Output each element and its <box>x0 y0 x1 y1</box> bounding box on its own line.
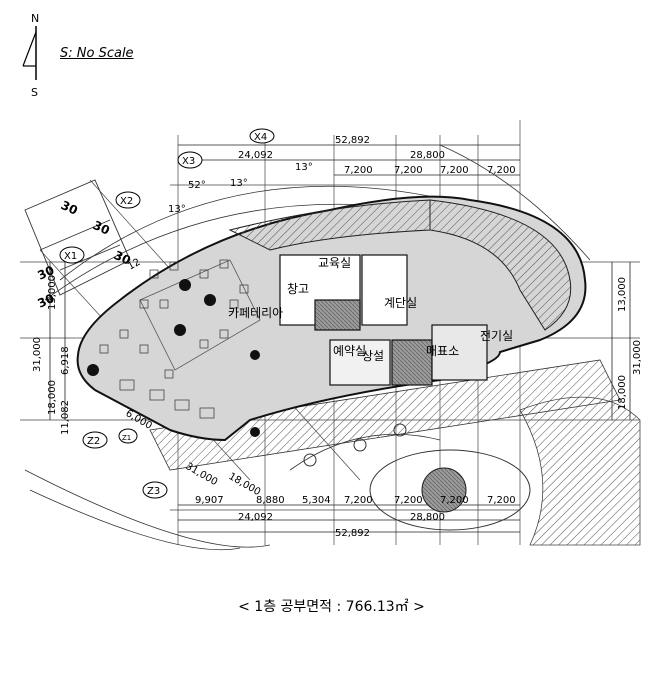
dim-right-bottom: 18,000 <box>617 375 628 410</box>
interior-rooms <box>139 254 488 386</box>
furniture <box>99 259 249 419</box>
scale-note: S: No Scale <box>60 46 134 61</box>
grid-number-2: 30 <box>91 218 112 238</box>
dim-right-top: 13,000 <box>617 277 628 312</box>
angle-1: 13° <box>295 162 313 173</box>
grid-bubble-z1: Z1 <box>118 428 138 444</box>
dim-bottom-seg-5: 7,200 <box>394 495 423 506</box>
dim-bottom-left: 24,092 <box>238 512 273 523</box>
grid-bubble-x3: X3 <box>177 151 203 169</box>
dim-top-bay-3: 7,200 <box>440 165 469 176</box>
room-stair: 계단실 <box>384 296 417 310</box>
svg-text:Z1: Z1 <box>122 434 131 442</box>
angle-3: 13° <box>168 204 186 215</box>
grid-bubble-x4: X4 <box>249 128 275 144</box>
dim-top-left: 24,092 <box>238 150 273 161</box>
south-letter: S <box>31 86 38 99</box>
dim-left-small-1: 6,918 <box>60 346 71 375</box>
svg-text:X3: X3 <box>182 156 195 167</box>
road-strips <box>24 179 131 296</box>
dim-left-small-2: 11,082 <box>60 400 71 435</box>
room-storage: 창고 <box>287 282 309 296</box>
grid-bubble-x2: X2 <box>115 191 141 209</box>
dim-top-bay-1: 7,200 <box>344 165 373 176</box>
grid-bubble-x1: X1 <box>59 246 85 264</box>
dim-bottom-total: 52,892 <box>335 528 370 539</box>
dim-top-right: 28,800 <box>410 150 445 161</box>
grid-number-3: 30 <box>112 248 133 268</box>
svg-text:X4: X4 <box>254 132 267 143</box>
landscape-area <box>289 396 641 546</box>
room-office: 교육실 <box>318 256 351 270</box>
grid-bubbles: X3 X2 X1 X4 Z2 Z3 Z1 <box>59 128 275 499</box>
dim-bottom-seg-3: 5,304 <box>302 495 331 506</box>
room-reception: 예약실 <box>333 343 366 358</box>
grid-number-5: 30 <box>35 291 56 311</box>
room-cafeteria: 카페테리아 <box>228 306 283 320</box>
grid-numbers: 30 30 30 30 30 <box>35 198 132 311</box>
dim-right-total: 31,000 <box>632 340 643 375</box>
room-labels: 카페테리아 창고 교육실 계단실 예약실 상설 매표소 전기실 <box>228 256 513 363</box>
svg-text:X1: X1 <box>64 251 77 262</box>
dim-top-total: 52,892 <box>335 135 370 146</box>
angle-2: 13° <box>230 178 248 189</box>
floor-area-caption: < 1층 공부면적 : 766.13㎡ > <box>238 599 425 615</box>
svg-text:X2: X2 <box>120 196 133 207</box>
dim-bottom-seg-2: 8,880 <box>256 495 285 506</box>
grid-bubble-z3: Z3 <box>142 481 168 499</box>
grid-number-4: 30 <box>35 263 56 283</box>
structural-columns <box>87 279 260 437</box>
dim-bottom-seg-6: 7,200 <box>440 495 469 506</box>
top-dimension-lines <box>49 144 631 533</box>
dim-bottom-seg-1: 9,907 <box>195 495 224 506</box>
dim-bottom-seg-4: 7,200 <box>344 495 373 506</box>
dim-left-total: 31,000 <box>32 337 43 372</box>
dim-diag-2: 18,000 <box>227 471 263 498</box>
dim-top-bay-4: 7,200 <box>487 165 516 176</box>
room-ticket: 매표소 <box>426 344 459 358</box>
room-lobby: 상설 <box>362 349 384 363</box>
room-electric: 전기실 <box>480 329 513 343</box>
north-arrow-icon: N S <box>22 12 39 99</box>
angle-4: 52° <box>188 180 206 191</box>
promenade <box>149 359 621 471</box>
dim-bottom-seg-7: 7,200 <box>487 495 516 506</box>
dim-left-bottom: 18,000 <box>47 380 58 415</box>
north-letter: N <box>31 12 39 25</box>
grid-bubble-z2: Z2 <box>82 431 108 449</box>
grid-number-1: 30 <box>59 198 80 218</box>
dim-bottom-right: 28,800 <box>410 512 445 523</box>
dim-top-bay-2: 7,200 <box>394 165 423 176</box>
svg-text:Z3: Z3 <box>147 486 160 497</box>
dim-left-top: 13,000 <box>47 275 58 310</box>
svg-text:Z2: Z2 <box>87 436 100 447</box>
